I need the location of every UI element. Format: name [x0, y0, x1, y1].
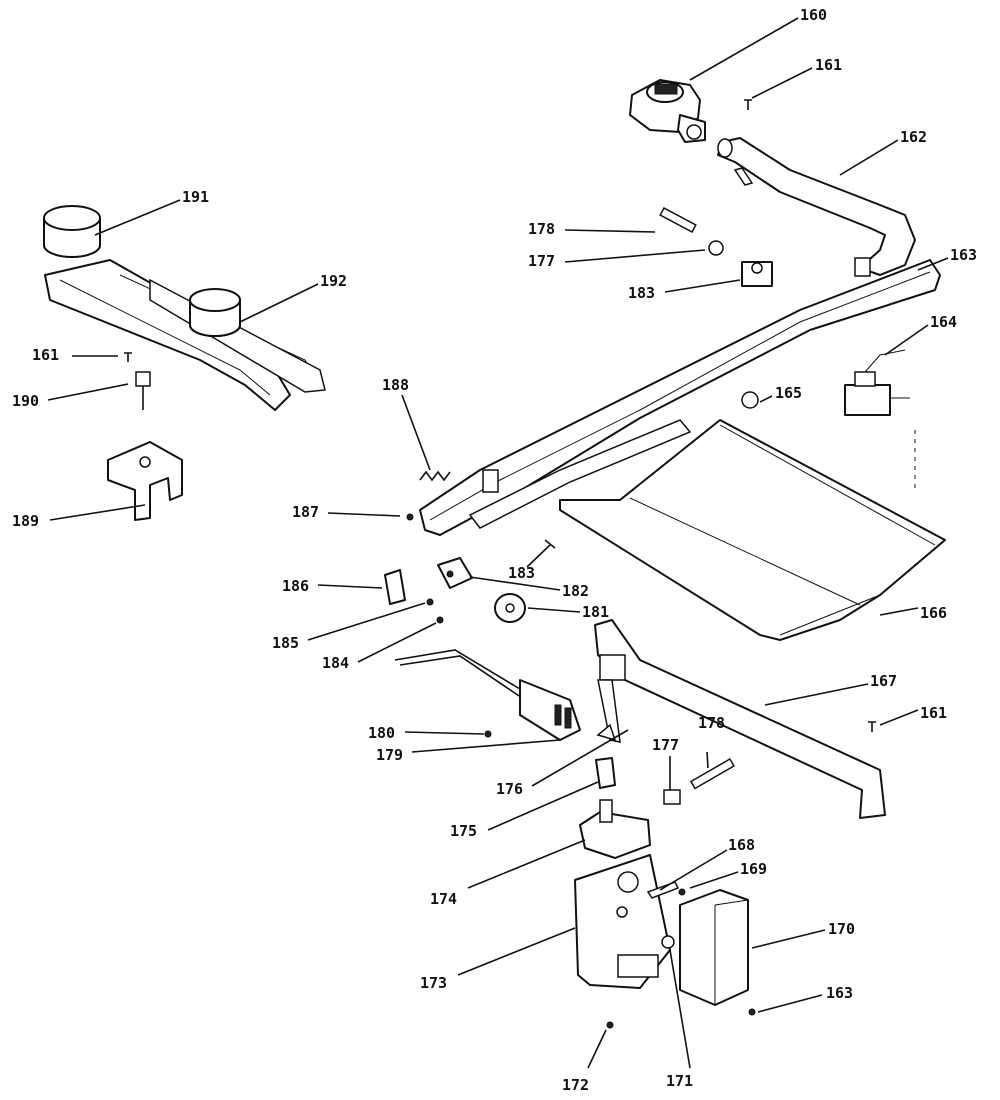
callout-188: 188	[382, 376, 409, 394]
callout-186: 186	[282, 577, 309, 595]
callout-165: 165	[775, 384, 802, 402]
callout-160: 160	[800, 6, 827, 24]
part-screw-169	[678, 888, 686, 896]
part-knob-171	[661, 935, 675, 949]
callout-163: 163	[826, 984, 853, 1002]
part-burner-head-191	[43, 205, 101, 258]
callout-185: 185	[272, 634, 299, 652]
callout-161: 161	[920, 704, 947, 722]
part-spring-188	[419, 470, 451, 482]
callout-164: 164	[930, 313, 957, 331]
part-pin-168	[646, 881, 680, 899]
part-burner-head-192	[189, 288, 241, 337]
part-thermostat-174	[579, 799, 651, 859]
part-drip-tray	[559, 419, 946, 641]
part-igniter-182	[437, 557, 473, 589]
callout-169: 169	[740, 860, 767, 878]
callout-176: 176	[496, 780, 523, 798]
part-bracket-183-top	[741, 261, 773, 287]
callout-172: 172	[562, 1076, 589, 1094]
callout-180: 180	[368, 724, 395, 742]
callout-171: 171	[666, 1072, 693, 1090]
part-mount-bracket-189	[107, 441, 183, 521]
part-screw-161-left	[124, 352, 132, 362]
callout-173: 173	[420, 974, 447, 992]
callout-179: 179	[376, 746, 403, 764]
part-burner-valve-190	[135, 371, 151, 410]
part-cover-170	[679, 889, 749, 1006]
part-screw-161-right	[868, 721, 876, 732]
part-screw-184	[436, 616, 444, 624]
callout-183: 183	[628, 284, 655, 302]
callout-175: 175	[450, 822, 477, 840]
callout-178: 178	[528, 220, 555, 238]
part-screw-163-bot	[748, 1008, 756, 1016]
callout-174: 174	[430, 890, 457, 908]
part-disc-181	[494, 593, 526, 623]
part-screw-180	[484, 730, 492, 738]
part-screw-172	[606, 1021, 614, 1029]
part-rear-burner-tube	[594, 619, 886, 819]
callout-187: 187	[292, 503, 319, 521]
callout-168: 168	[728, 836, 755, 854]
callout-181: 181	[582, 603, 609, 621]
part-manifold-pipe	[717, 137, 916, 276]
callout-161: 161	[815, 56, 842, 74]
part-valve-right	[844, 349, 916, 490]
leader-lines	[47, 17, 949, 1069]
callout-163: 163	[950, 246, 977, 264]
callout-177: 177	[528, 252, 555, 270]
callout-161: 161	[32, 346, 59, 364]
part-igniter-176	[596, 723, 617, 742]
part-screw-187	[406, 513, 414, 521]
callout-183: 183	[508, 564, 535, 582]
part-pin-178-top	[659, 207, 697, 233]
callout-190: 190	[12, 392, 39, 410]
callout-184: 184	[322, 654, 349, 672]
part-fitting-165	[741, 391, 759, 409]
part-clip-186	[384, 569, 406, 605]
callout-189: 189	[12, 512, 39, 530]
callout-178: 178	[698, 714, 725, 732]
callout-192: 192	[320, 272, 347, 290]
part-orifice-177-top	[708, 240, 724, 256]
part-regulator	[629, 79, 706, 143]
callout-167: 167	[870, 672, 897, 690]
callout-191: 191	[182, 188, 209, 206]
part-orifice-177-bot	[663, 789, 681, 805]
callout-166: 166	[920, 604, 947, 622]
part-wire-harness	[394, 649, 581, 741]
callout-182: 182	[562, 582, 589, 600]
callout-177: 177	[652, 736, 679, 754]
callout-170: 170	[828, 920, 855, 938]
part-screw-183-mid	[544, 539, 556, 549]
callout-162: 162	[900, 128, 927, 146]
part-burner-rail	[419, 257, 941, 536]
part-bracket-175	[595, 757, 616, 789]
callout-labels: 160 161 162 163 164 165 166 167 161 178 …	[12, 6, 977, 1094]
part-screw-161-top	[744, 99, 752, 110]
part-screw-185	[426, 598, 434, 606]
part-control-panel-173	[574, 854, 671, 989]
part-surface-burner-assembly	[44, 259, 326, 411]
part-pin-178-bot	[689, 758, 735, 790]
